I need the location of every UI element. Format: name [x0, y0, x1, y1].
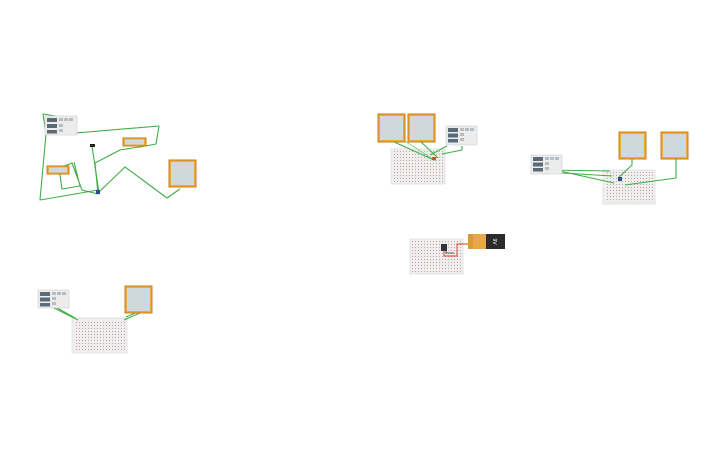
circuit-3[interactable]	[377, 113, 478, 185]
wire[interactable]	[51, 306, 79, 321]
wire[interactable]	[391, 140, 435, 161]
lcd-display[interactable]	[124, 285, 153, 314]
lcd-display[interactable]	[660, 131, 689, 160]
circuit-4[interactable]	[530, 131, 689, 205]
wire[interactable]	[443, 243, 470, 257]
breadboard[interactable]	[409, 238, 464, 275]
lcd-display[interactable]	[407, 113, 436, 143]
wire[interactable]	[123, 312, 141, 321]
wire[interactable]	[91, 145, 100, 194]
circuit-5[interactable]: 9V	[409, 234, 505, 275]
component-node	[618, 177, 622, 181]
component-node	[432, 157, 436, 160]
battery-icon[interactable]: 9V	[468, 234, 505, 249]
connector	[90, 144, 95, 147]
wire[interactable]	[624, 158, 677, 186]
wire[interactable]	[419, 140, 439, 159]
wire[interactable]	[441, 146, 463, 155]
circuit-2[interactable]	[37, 285, 153, 354]
component-node	[96, 190, 100, 194]
breadboard[interactable]	[390, 148, 446, 185]
breadboard[interactable]	[602, 169, 656, 205]
lcd-display[interactable]	[46, 165, 70, 175]
circuit-1[interactable]	[39, 113, 197, 201]
lcd-display[interactable]	[377, 113, 406, 143]
controller-board[interactable]	[445, 125, 478, 146]
wire[interactable]	[617, 158, 633, 179]
lcd-display[interactable]	[168, 159, 197, 188]
component-node	[441, 244, 447, 251]
lcd-display[interactable]	[122, 137, 147, 147]
breadboard[interactable]	[71, 317, 128, 354]
wire[interactable]	[429, 145, 448, 156]
controller-board[interactable]	[37, 289, 70, 309]
battery-label: 9V	[491, 238, 497, 245]
controller-board[interactable]	[530, 154, 563, 175]
controller-board[interactable]	[44, 115, 78, 136]
wire[interactable]	[404, 140, 437, 162]
lcd-display[interactable]	[618, 131, 647, 160]
wire[interactable]	[97, 166, 181, 199]
wire[interactable]	[39, 133, 99, 201]
